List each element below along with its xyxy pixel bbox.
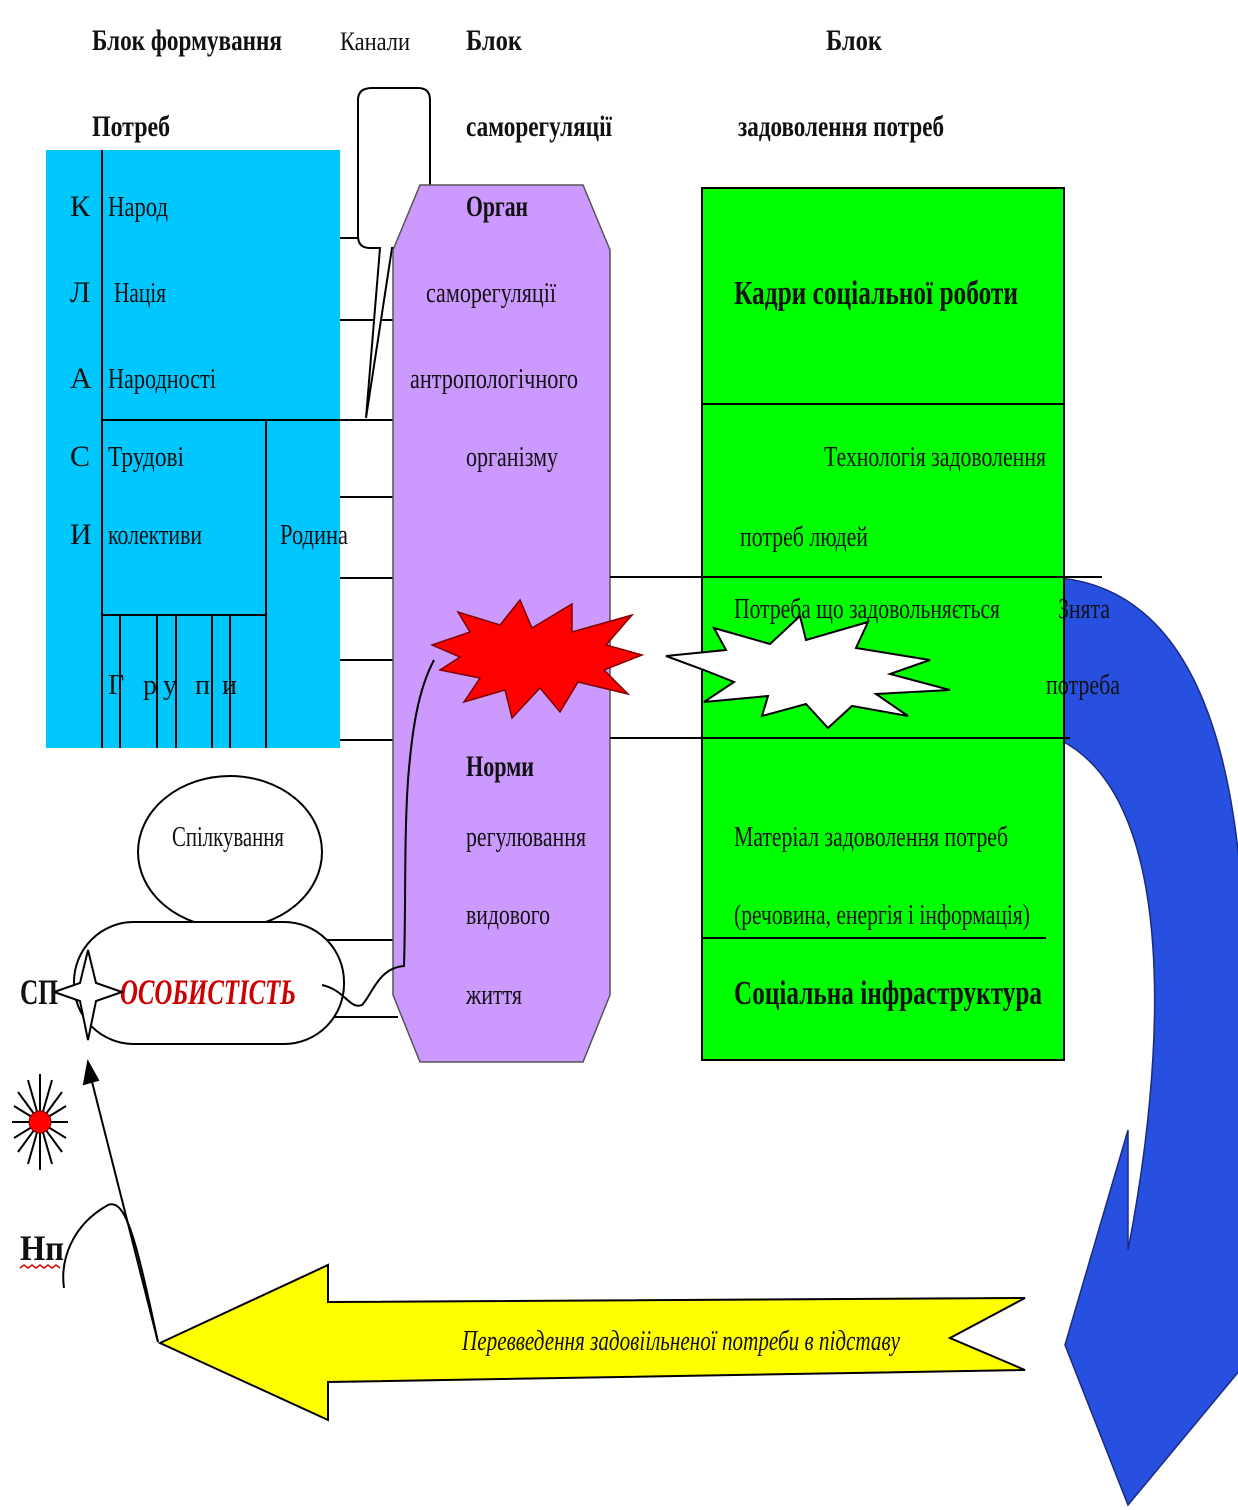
removed-need-return-arrow xyxy=(1059,577,1238,1507)
personality-connector xyxy=(321,659,435,1007)
personality-label: ОСОБИСТІСТЬ xyxy=(120,972,296,1012)
infrastructure-label: Соціальна інфраструктура xyxy=(734,975,1042,1012)
sp-label: СП xyxy=(20,972,58,1012)
np-label: Нп xyxy=(20,1228,64,1268)
transfer-arrow-label: Перевведення задовіільненої потреби в пі… xyxy=(461,1326,900,1357)
np-connector xyxy=(62,1203,159,1343)
personality-shape xyxy=(73,921,345,1045)
red-explosion-star xyxy=(429,598,645,720)
groups-letter-5: и xyxy=(222,670,237,701)
classes-letter-4: С xyxy=(70,440,90,473)
classes-letter-1: К xyxy=(70,190,91,223)
organ-title: Орган xyxy=(466,190,528,223)
staff-label: Кадри соціальної роботи xyxy=(734,275,1018,312)
organ-line3: антропологічного xyxy=(410,364,578,395)
need-satisfied-label: Потреба що задовольняється xyxy=(734,594,1000,625)
norms-line4: життя xyxy=(465,980,522,1011)
material-line1: Матеріал задоволення потреб xyxy=(734,822,1008,853)
satisfaction-dividers xyxy=(702,403,1064,939)
white-explosion-star xyxy=(665,614,951,730)
sp-four-point-star xyxy=(50,949,126,1041)
norms-line2: регулювання xyxy=(466,822,586,853)
satisfaction-block xyxy=(701,187,1065,1061)
groups-letter-4: п xyxy=(195,670,210,701)
organ-line2: саморегуляції xyxy=(426,278,556,309)
organ-line4: організму xyxy=(466,442,558,473)
transfer-yellow-arrow xyxy=(157,1263,1026,1422)
header-selfreg-line2: саморегуляції xyxy=(466,110,613,143)
technology-line2: потреб людей xyxy=(740,522,868,553)
labor-collectives-line2: колективи xyxy=(108,520,202,551)
classes-letter-3: А xyxy=(70,362,92,395)
classes-letter-5: И xyxy=(70,518,92,551)
return-line xyxy=(87,1065,159,1343)
labor-collectives-line1: Трудові xyxy=(108,442,184,473)
sun-burst-core xyxy=(28,1110,52,1134)
groups-letter-1: Г xyxy=(108,670,124,701)
header-formation-line1: Блок формування xyxy=(92,24,282,57)
header-channels: Канали xyxy=(340,27,410,56)
header-selfreg-line1: Блок xyxy=(466,24,523,57)
need-band-lines xyxy=(610,576,1102,739)
nationalities-label: Народності xyxy=(108,364,216,395)
groups-letter-2: р xyxy=(143,670,157,701)
header-satisfaction-line2: задоволення потреб xyxy=(738,110,944,143)
groups-letters: Г р у п и xyxy=(108,670,237,701)
removed-need-line2: потреба xyxy=(1046,670,1120,701)
nation-label: Нація xyxy=(114,278,166,309)
formation-block xyxy=(46,150,340,748)
groups-letter-3: у xyxy=(163,670,177,701)
formation-grid-lines xyxy=(101,150,340,748)
classes-letters: К Л А С И xyxy=(70,190,92,551)
family-label: Родина xyxy=(280,520,348,551)
channels-callout xyxy=(357,87,431,419)
return-arrowhead xyxy=(82,1059,100,1086)
header-formation-line2: Потреб xyxy=(92,110,170,143)
technology-line1: Технологія задоволення xyxy=(824,442,1046,473)
removed-need-line1: Знята xyxy=(1058,594,1110,625)
communication-label: Спілкування xyxy=(172,822,284,853)
np-spell-underline xyxy=(19,1264,61,1269)
header-satisfaction-line1: Блок xyxy=(826,24,883,57)
norms-line3: видового xyxy=(466,900,550,931)
classes-letter-2: Л xyxy=(70,276,90,309)
material-line2: (речовина, енергія і інформація) xyxy=(734,900,1030,931)
people-label: Народ xyxy=(108,192,168,223)
norms-title: Норми xyxy=(466,750,534,783)
